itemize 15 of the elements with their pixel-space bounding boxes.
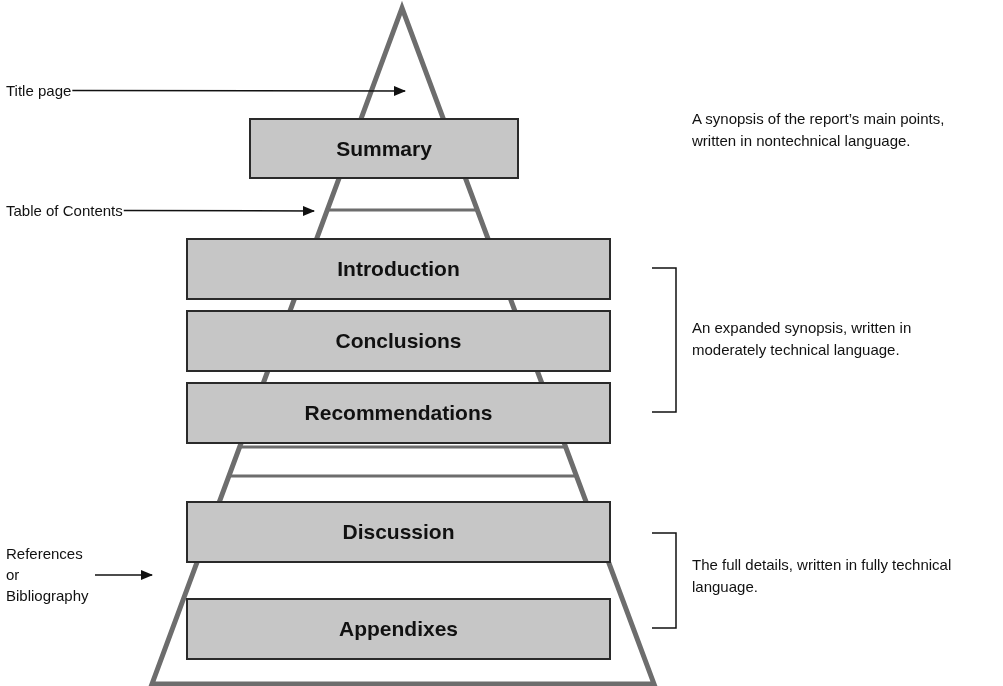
callout-label: Title page [6,80,72,101]
description-note: An expanded synopsis, written in moderately technical language. [692,318,913,360]
section-box: Recommendations [186,382,611,444]
leader-arrow [94,570,153,580]
callout-label: Table of Contents [6,200,123,221]
description-note: The full details, written in fully technical language. [692,555,953,597]
leader-arrow [71,86,406,96]
leader-arrow [123,205,315,216]
section-box: Appendixes [186,598,611,660]
section-box: Summary [249,118,519,179]
section-box: Introduction [186,238,611,300]
section-box: Discussion [186,501,611,563]
description-note: A synopsis of the report’s main points, written in nontechnical language. [692,109,946,151]
callout-label: References or Bibliography [6,543,94,606]
section-box: Conclusions [186,310,611,372]
